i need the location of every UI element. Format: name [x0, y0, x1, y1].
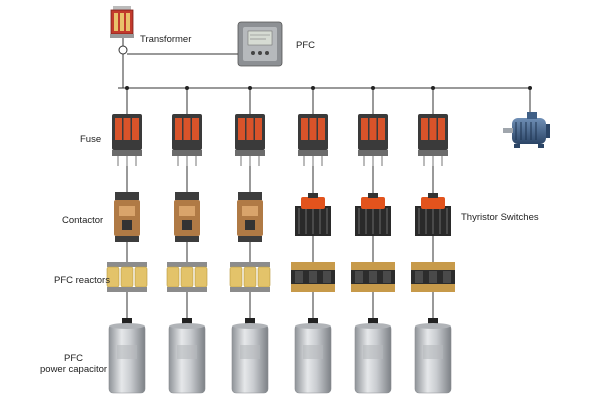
thyristor-switches-label: Thyristor Switches: [461, 212, 539, 223]
power-capacitor-icon: [231, 318, 269, 394]
pfc-reactor-icon: [106, 262, 148, 292]
pfc-reactor-icon: [291, 262, 335, 292]
power-capacitor-icon: [294, 318, 332, 394]
thyristor-branch: [411, 86, 455, 394]
branch-node: [431, 86, 435, 90]
contactor-branch: [229, 86, 271, 394]
branch-node: [248, 86, 252, 90]
branch-node: [125, 86, 129, 90]
fuse-icon: [235, 114, 265, 166]
branch-node: [185, 86, 189, 90]
pfc-reactor-icon: [351, 262, 395, 292]
thyristor-branch: [351, 86, 395, 394]
power-capacitor-icon: [168, 318, 206, 394]
thyristor-switch-icon: [355, 193, 391, 236]
pfc-reactor-icon: [229, 262, 271, 292]
contactor-branch: [166, 86, 208, 394]
power-capacitor-label-line1: PFC: [64, 353, 84, 364]
power-capacitor-icon: [108, 318, 146, 394]
fuse-icon: [298, 114, 328, 166]
power-capacitor-icon: [414, 318, 452, 394]
power-capacitor-label-line2: power capacitor: [40, 364, 108, 375]
motor-node: [528, 86, 532, 90]
thyristor-branch: [291, 86, 335, 394]
fuse-icon: [172, 114, 202, 166]
transformer-icon: [110, 6, 134, 38]
pfc-reactor-icon: [411, 262, 455, 292]
contactor-icon: [174, 192, 200, 242]
pfc-reactors-label: PFC reactors: [54, 275, 110, 286]
contactor-branch: [106, 86, 148, 394]
pfc-reactor-icon: [166, 262, 208, 292]
pfc-controller-icon: [237, 21, 283, 67]
pfc-controller-label: PFC: [296, 40, 315, 51]
contactor-icon: [114, 192, 140, 242]
capacitor-branches: [106, 86, 455, 394]
thyristor-switch-icon: [415, 193, 451, 236]
contactor-label: Contactor: [62, 215, 104, 226]
branch-node: [311, 86, 315, 90]
fuse-icon: [112, 114, 142, 166]
contactor-icon: [237, 192, 263, 242]
fuse-icon: [358, 114, 388, 166]
transformer-label: Transformer: [140, 34, 192, 45]
transformer-connection-node: [118, 45, 128, 55]
thyristor-switch-icon: [295, 193, 331, 236]
motor-icon: [503, 112, 550, 148]
power-capacitor-icon: [354, 318, 392, 394]
branch-node: [371, 86, 375, 90]
fuse-label: Fuse: [80, 134, 102, 145]
power-capacitor-label: PFC power capacitor: [40, 353, 107, 375]
fuse-icon: [418, 114, 448, 166]
